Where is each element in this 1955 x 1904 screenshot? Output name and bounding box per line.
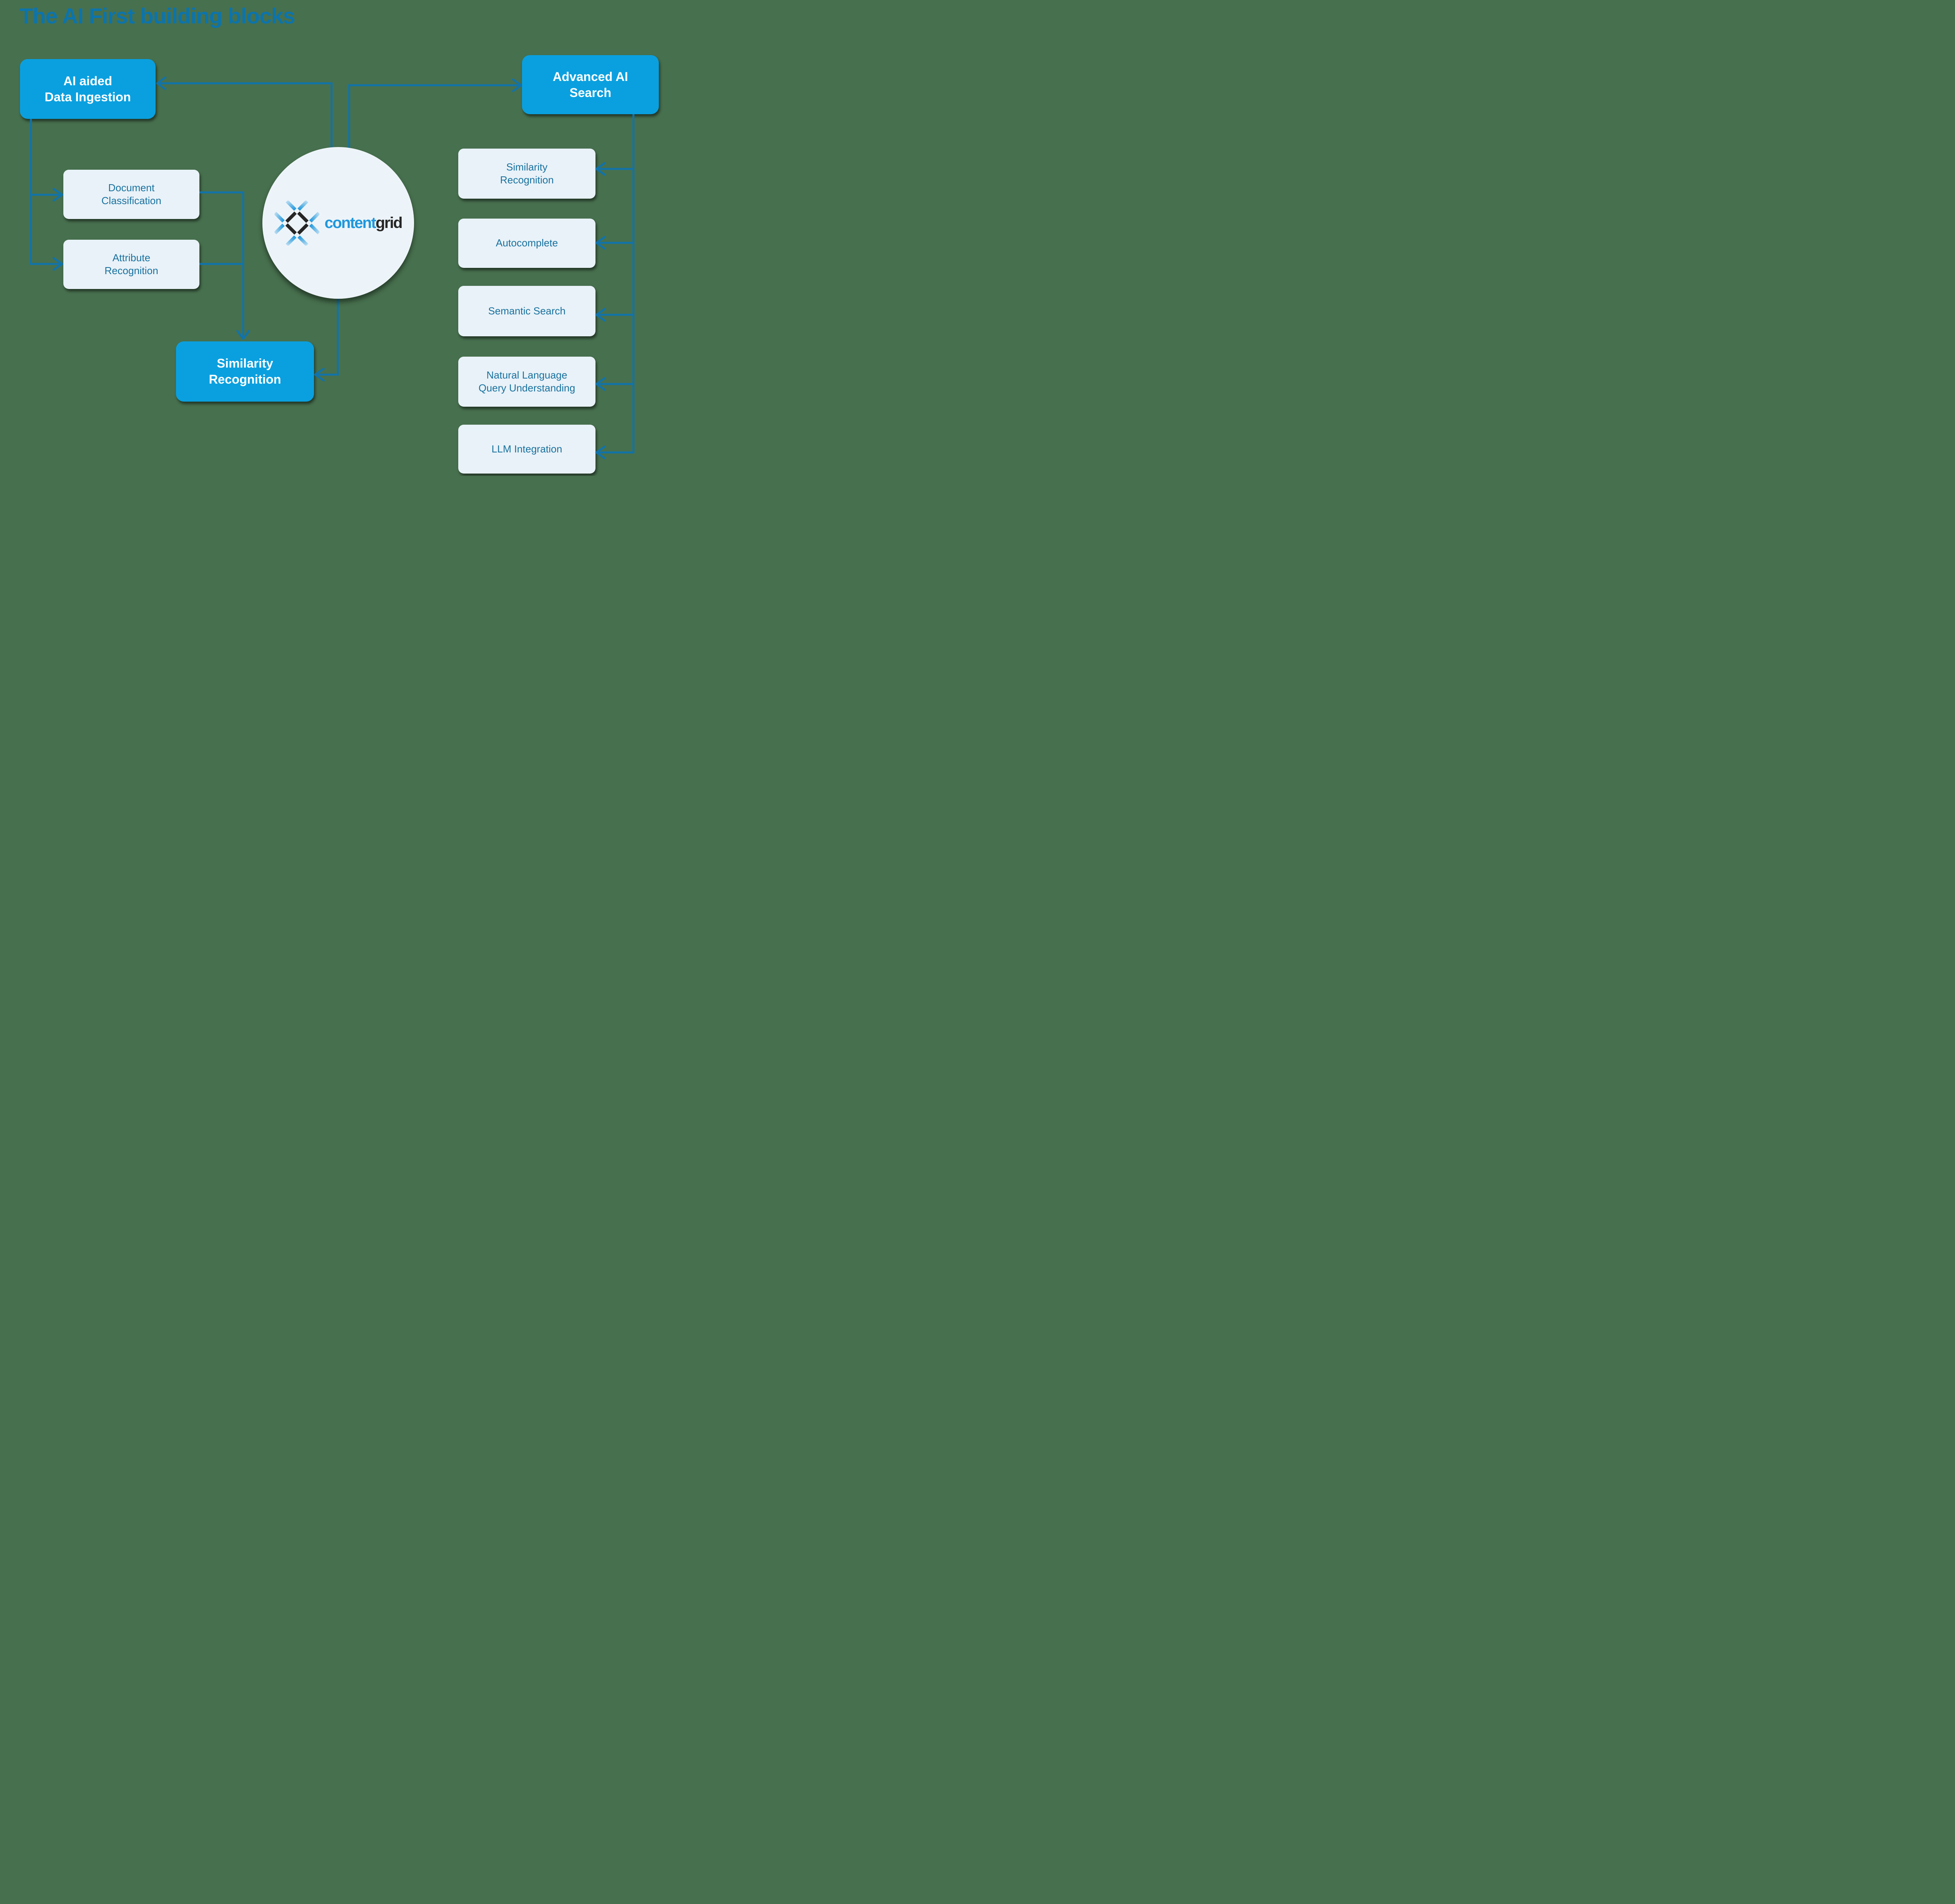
connector-hub-to-ingestion <box>156 76 333 148</box>
node-similarity-recognition-right: Similarity Recognition <box>458 149 595 199</box>
node-label: Attribute Recognition <box>104 251 158 276</box>
node-label: Semantic Search <box>488 305 566 317</box>
node-label: AI aided Data Ingestion <box>45 74 131 104</box>
arrowhead-left-icon <box>156 76 167 90</box>
node-label: LLM Integration <box>491 443 562 455</box>
node-label: Natural Language Query Understanding <box>478 369 576 394</box>
connector-ingestion-to-left-boxes <box>30 119 63 271</box>
contentgrid-hub-circle: contentgrid <box>262 147 414 299</box>
node-natural-language-query-understanding: Natural Language Query Understanding <box>458 357 595 407</box>
node-attribute-recognition: Attribute Recognition <box>63 240 199 289</box>
arrowhead-left-icon <box>314 368 325 382</box>
node-label: Advanced AI Search <box>552 69 628 100</box>
node-label: Similarity Recognition <box>209 356 281 386</box>
node-document-classification: Document Classification <box>63 170 199 219</box>
diagram-canvas: The AI First building blocks AI aided Da… <box>0 0 670 476</box>
arrowhead-left-icon <box>595 377 606 391</box>
node-llm-integration: LLM Integration <box>458 425 595 474</box>
arrowhead-right-icon <box>52 257 63 271</box>
connector-search-to-right-boxes <box>595 114 635 459</box>
logo-text-grid: grid <box>375 214 403 231</box>
arrowhead-left-icon <box>595 445 606 459</box>
node-advanced-ai-search: Advanced AI Search <box>522 55 659 114</box>
logo-text-content: content <box>325 214 376 231</box>
node-semantic-search: Semantic Search <box>458 286 595 336</box>
node-autocomplete: Autocomplete <box>458 219 595 268</box>
contentgrid-logo-text: contentgrid <box>325 214 403 232</box>
contentgrid-logo-icon <box>274 200 319 246</box>
arrowhead-right-icon <box>52 188 63 202</box>
node-label: Similarity Recognition <box>500 161 554 186</box>
node-label: Autocomplete <box>496 237 558 249</box>
arrowhead-down-icon <box>236 330 250 340</box>
page-title: The AI First building blocks <box>20 4 295 28</box>
connector-left-boxes-to-similarity <box>199 191 250 340</box>
node-ai-aided-data-ingestion: AI aided Data Ingestion <box>20 59 156 119</box>
connector-hub-to-similarity <box>314 299 339 382</box>
arrowhead-left-icon <box>595 162 606 176</box>
arrowhead-right-icon <box>512 78 522 92</box>
arrowhead-left-icon <box>595 308 606 322</box>
connector-hub-to-advanced-search <box>348 78 522 148</box>
node-label: Document Classification <box>101 181 161 206</box>
arrowhead-left-icon <box>595 236 606 250</box>
node-similarity-recognition-main: Similarity Recognition <box>176 341 314 402</box>
